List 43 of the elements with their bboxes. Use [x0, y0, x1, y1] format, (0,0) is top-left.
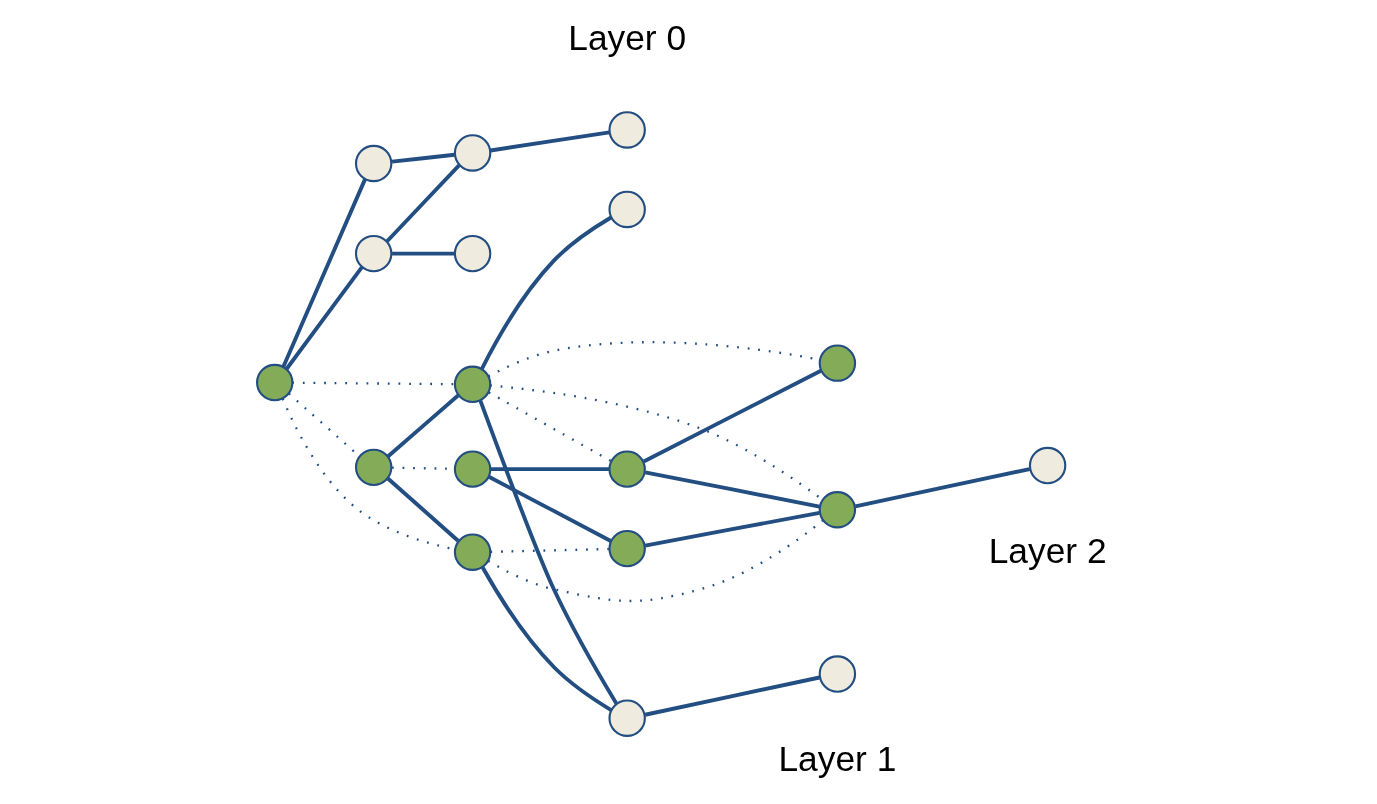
node-circle [354, 144, 392, 183]
node-circle [818, 655, 856, 693]
connector [386, 477, 459, 543]
node-circle [607, 699, 646, 737]
connector [385, 164, 460, 243]
node-circle [255, 363, 293, 402]
node-circle [354, 234, 392, 273]
connector [487, 391, 612, 463]
node-circle [607, 111, 646, 149]
connector [644, 470, 820, 509]
connector [487, 475, 612, 543]
connector [480, 566, 612, 712]
connector [284, 265, 363, 371]
node-circle [453, 365, 491, 404]
node-circle [1028, 446, 1066, 485]
connector [291, 381, 455, 386]
connector [644, 510, 820, 548]
label: Layer 0 [567, 18, 686, 58]
node-circle [607, 190, 646, 229]
node-circle [453, 234, 491, 273]
connector [478, 400, 618, 705]
connector [391, 152, 455, 164]
node-circle [818, 344, 856, 382]
connector [644, 675, 820, 717]
node-circle [818, 491, 856, 529]
connector [490, 547, 609, 553]
connector [487, 519, 823, 603]
connector [386, 394, 459, 458]
label: Layer 1 [777, 739, 896, 779]
connector [391, 251, 454, 256]
node-circle [453, 533, 491, 571]
node-circle [607, 529, 646, 568]
connector [479, 215, 612, 370]
connector [854, 467, 1030, 509]
node-circle [453, 450, 491, 488]
node-circle [354, 448, 392, 487]
connector [489, 130, 610, 153]
connector [490, 467, 609, 472]
node-circle [453, 134, 491, 172]
label: Layer 2 [988, 530, 1107, 570]
node-circle [607, 450, 646, 488]
connector [281, 178, 367, 368]
connector [642, 368, 822, 464]
